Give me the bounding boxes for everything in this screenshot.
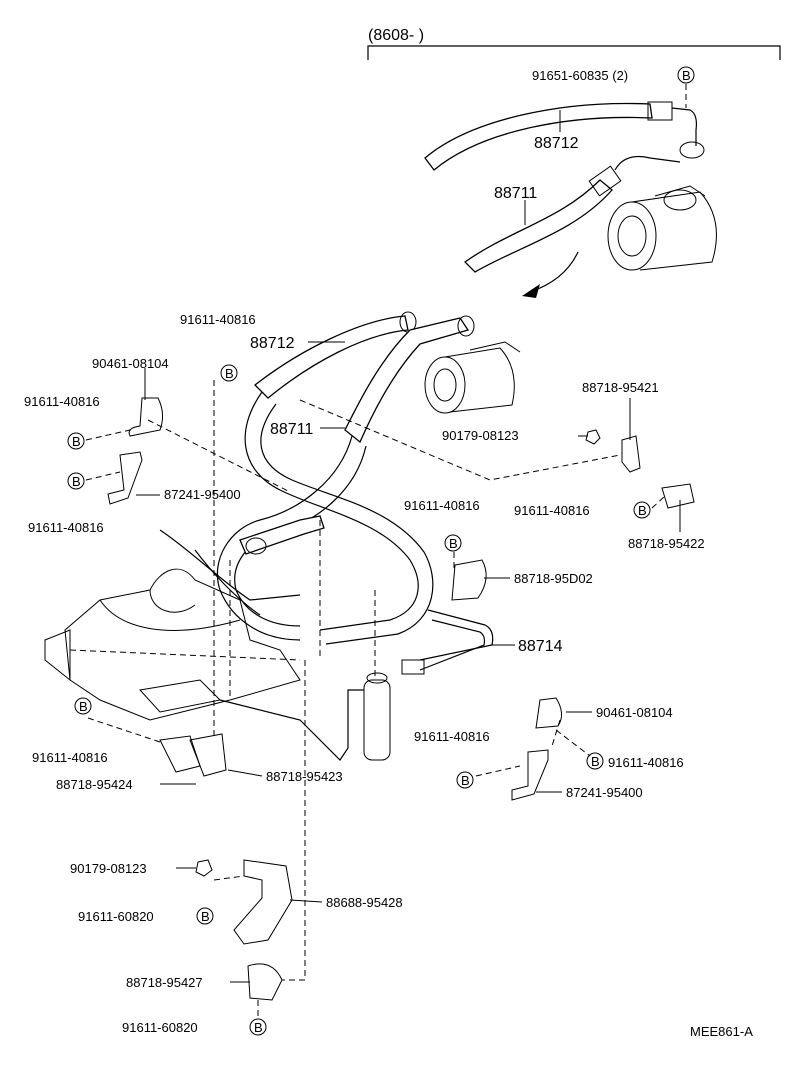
- compressor-inset: [607, 185, 717, 271]
- svg-text:B: B: [591, 754, 600, 769]
- hose-88712-main: [254, 315, 409, 399]
- bracket-87241-upper: [107, 451, 143, 505]
- label-91611-40816: 91611-40816: [24, 394, 100, 409]
- badge-b: B: [220, 364, 238, 382]
- main-hose-assembly: [159, 311, 521, 761]
- label-90461-08104: 90461-08104: [596, 705, 673, 720]
- label-90179-08123: 90179-08123: [442, 428, 519, 443]
- svg-text:B: B: [201, 909, 210, 924]
- part-labels: 91651-60835 (2) 88712 88711 91611-40816 …: [24, 68, 753, 1039]
- date-range-label: (8608- ): [368, 27, 424, 44]
- label-91651-60835: 91651-60835 (2): [532, 68, 628, 83]
- date-range-header: (8608- ): [367, 27, 781, 60]
- hose-fitting: [647, 101, 673, 121]
- clamp-90461-upper: [128, 397, 164, 437]
- hose-88712-run: [244, 391, 419, 631]
- badge-b: B: [586, 752, 604, 770]
- label-88688-95428: 88688-95428: [326, 895, 403, 910]
- badge-b: B: [444, 534, 462, 552]
- clamp-88718-95424: [159, 735, 201, 773]
- inset-hose-assembly: [424, 84, 717, 298]
- label-88718-95D02: 88718-95D02: [514, 571, 593, 586]
- pipe-inset-2: [614, 155, 681, 171]
- nut-90179-upper: [585, 429, 601, 445]
- bolt-badges: B B B B B B B B B B B: [67, 66, 695, 1036]
- badge-b: B: [196, 907, 214, 925]
- label-88714: 88714: [518, 638, 563, 655]
- svg-text:B: B: [79, 699, 88, 714]
- label-88718-95424: 88718-95424: [56, 777, 133, 792]
- label-91611-40816: 91611-40816: [404, 498, 480, 513]
- badge-b: B: [74, 697, 92, 715]
- clamp-88718-95423: [189, 733, 227, 777]
- label-91611-60820: 91611-60820: [78, 909, 154, 924]
- label-91611-40816: 91611-40816: [414, 729, 490, 744]
- label-87241-95400: 87241-95400: [164, 487, 241, 502]
- clamp-88718-95422: [661, 483, 695, 509]
- date-range-bracket: [367, 45, 781, 60]
- label-88711-main: 88711: [270, 421, 313, 438]
- clamps: [107, 397, 695, 1001]
- label-88718-95427: 88718-95427: [126, 975, 203, 990]
- svg-text:B: B: [461, 773, 470, 788]
- pipe-inset: [671, 107, 697, 146]
- hose-88712-run-b: [260, 403, 434, 645]
- badge-b: B: [633, 501, 651, 519]
- clamp-88718-95421: [621, 435, 641, 473]
- diagram-ref-code: MEE861-A: [690, 1024, 753, 1039]
- line-88714: [419, 609, 494, 661]
- fitting-88714: [401, 659, 425, 675]
- fitting-88711: [457, 315, 475, 337]
- badge-b: B: [67, 432, 85, 450]
- bracket-87241-lower: [511, 749, 549, 801]
- label-88711-inset: 88711: [494, 185, 537, 202]
- label-87241-95400: 87241-95400: [566, 785, 643, 800]
- svg-text:B: B: [638, 503, 647, 518]
- label-88718-95423: 88718-95423: [266, 769, 343, 784]
- label-90179-08123: 90179-08123: [70, 861, 147, 876]
- label-88712-inset: 88712: [534, 135, 579, 152]
- engine-block: [44, 568, 301, 721]
- label-91611-40816: 91611-40816: [180, 312, 256, 327]
- badge-b: B: [456, 771, 474, 789]
- arrow-head: [522, 284, 540, 298]
- svg-text:B: B: [449, 536, 458, 551]
- flange-inset: [679, 141, 705, 159]
- hose-88711-main: [344, 317, 470, 444]
- label-91611-40816: 91611-40816: [28, 520, 104, 535]
- hose-88711-inset: [463, 179, 613, 273]
- label-91611-40816: 91611-40816: [608, 755, 684, 770]
- badge-b: B: [249, 1018, 267, 1036]
- label-91611-60820: 91611-60820: [122, 1020, 198, 1035]
- label-88718-95421: 88718-95421: [582, 380, 659, 395]
- hose-front-a: [239, 515, 325, 555]
- clamp-88718-95D02: [451, 559, 487, 601]
- svg-text:B: B: [225, 366, 234, 381]
- clamp-88718-95427: [247, 963, 283, 1001]
- label-88712-main: 88712: [250, 335, 295, 352]
- receiver-dryer: [219, 672, 391, 761]
- bracket-88688-95428: [233, 859, 293, 945]
- svg-text:B: B: [682, 68, 691, 83]
- svg-text:B: B: [72, 434, 81, 449]
- svg-text:B: B: [72, 474, 81, 489]
- compressor-main: [424, 341, 521, 414]
- label-88718-95422: 88718-95422: [628, 536, 705, 551]
- leader-lines: [136, 341, 681, 983]
- label-90461-08104: 90461-08104: [92, 356, 169, 371]
- badge-b: B: [677, 66, 695, 84]
- hose-88711-run: [216, 435, 353, 641]
- label-91611-40816: 91611-40816: [514, 503, 590, 518]
- badge-b: B: [67, 472, 85, 490]
- guide-lines: [85, 380, 666, 1020]
- svg-text:B: B: [254, 1020, 263, 1035]
- clamp-90461-lower: [535, 697, 562, 729]
- nut-90179-lower: [195, 859, 213, 877]
- label-91611-40816: 91611-40816: [32, 750, 108, 765]
- hose-fitting-2: [588, 165, 622, 197]
- hose-88712-inset: [424, 102, 653, 171]
